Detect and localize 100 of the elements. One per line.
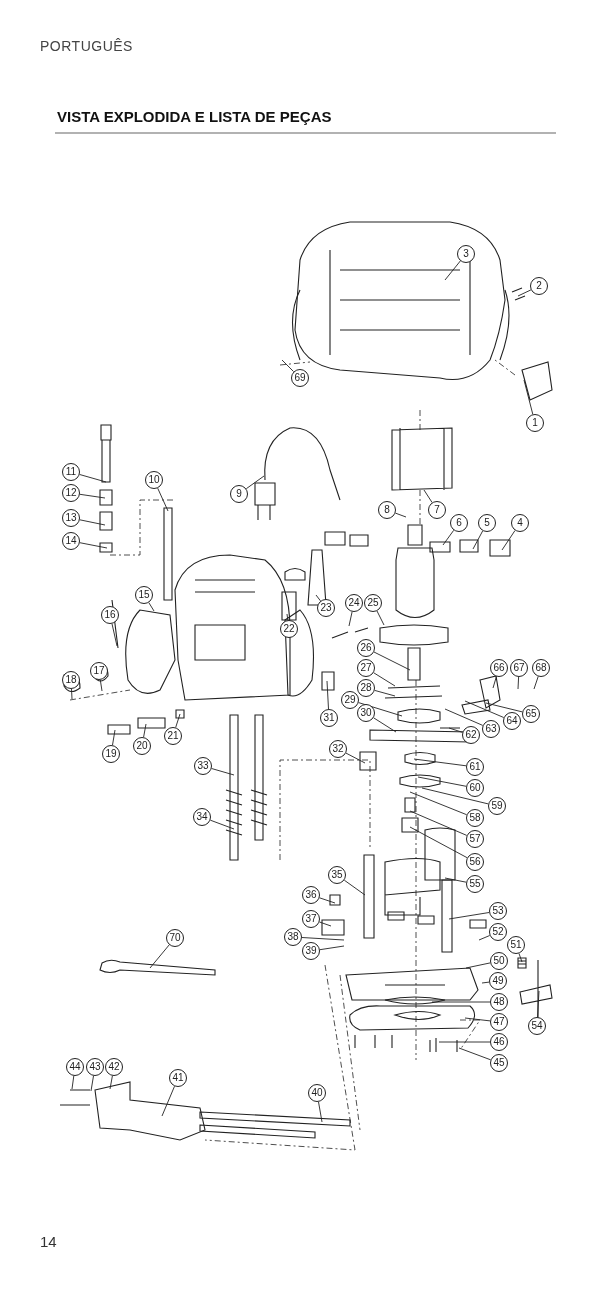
callout-number: 8 bbox=[378, 501, 396, 519]
callout-number: 18 bbox=[62, 671, 80, 689]
callout-number: 28 bbox=[357, 679, 375, 697]
leader-line bbox=[112, 729, 116, 746]
callout-number: 58 bbox=[466, 809, 484, 827]
page-number: 14 bbox=[40, 1233, 57, 1250]
leader-line bbox=[79, 474, 107, 483]
callout-number: 10 bbox=[145, 471, 163, 489]
callout-number: 45 bbox=[490, 1054, 508, 1072]
leader-line bbox=[343, 879, 366, 896]
callout-number: 9 bbox=[230, 485, 248, 503]
leader-line bbox=[143, 723, 147, 738]
callout-number: 59 bbox=[488, 797, 506, 815]
leader-line bbox=[444, 877, 467, 883]
leader-line bbox=[413, 758, 467, 767]
callout-number: 66 bbox=[490, 659, 508, 677]
leader-line bbox=[315, 594, 321, 602]
leader-line bbox=[79, 519, 106, 526]
callout-number: 51 bbox=[507, 936, 525, 954]
callout-number: 37 bbox=[302, 910, 320, 928]
leader-line bbox=[79, 542, 108, 549]
callout-number: 40 bbox=[308, 1084, 326, 1102]
leader-line bbox=[157, 487, 169, 512]
leader-line bbox=[517, 676, 520, 690]
callout-number: 13 bbox=[62, 509, 80, 527]
callout-number: 50 bbox=[490, 952, 508, 970]
leader-line bbox=[348, 611, 353, 627]
leader-line bbox=[318, 1101, 323, 1123]
leader-line bbox=[319, 921, 332, 927]
callout-number: 42 bbox=[105, 1058, 123, 1076]
leader-line bbox=[358, 702, 403, 717]
leader-line bbox=[148, 602, 155, 612]
leader-line bbox=[478, 935, 491, 941]
callout-number: 14 bbox=[62, 532, 80, 550]
leader-line bbox=[99, 679, 103, 692]
callout-number: 1 bbox=[526, 414, 544, 432]
callout-number: 24 bbox=[345, 594, 363, 612]
leader-line bbox=[394, 512, 407, 518]
leader-line bbox=[373, 717, 397, 733]
leader-line bbox=[458, 1047, 492, 1061]
callout-number: 7 bbox=[428, 501, 446, 519]
leader-line bbox=[533, 676, 539, 690]
callout-number: 15 bbox=[135, 586, 153, 604]
leader-line bbox=[485, 702, 523, 713]
leader-line bbox=[71, 688, 73, 700]
leader-line bbox=[517, 289, 532, 297]
leader-line bbox=[472, 530, 484, 550]
leader-line bbox=[501, 530, 516, 551]
callout-number: 22 bbox=[280, 620, 298, 638]
callout-number: 31 bbox=[320, 709, 338, 727]
leader-line bbox=[464, 700, 505, 718]
leader-line bbox=[438, 1041, 491, 1043]
callout-number: 65 bbox=[522, 705, 540, 723]
callout-number: 4 bbox=[511, 514, 529, 532]
callout-number: 30 bbox=[357, 704, 375, 722]
leader-line bbox=[374, 689, 396, 697]
leader-line bbox=[409, 810, 468, 836]
callout-number: 63 bbox=[482, 720, 500, 738]
callout-number: 49 bbox=[489, 972, 507, 990]
callout-number: 48 bbox=[490, 993, 508, 1011]
leader-line bbox=[448, 912, 490, 920]
leader-line bbox=[409, 791, 468, 816]
callout-number: 3 bbox=[457, 245, 475, 263]
callout-number: 32 bbox=[329, 740, 347, 758]
callout-number: 41 bbox=[169, 1069, 187, 1087]
leader-line bbox=[109, 1075, 113, 1090]
leader-line bbox=[481, 981, 490, 984]
language-label: PORTUGUÊS bbox=[40, 38, 133, 54]
callout-number: 29 bbox=[341, 691, 359, 709]
callout-number: 21 bbox=[164, 727, 182, 745]
callout-number: 12 bbox=[62, 484, 80, 502]
leader-line bbox=[281, 359, 295, 373]
callout-number: 46 bbox=[490, 1033, 508, 1051]
callout-number: 25 bbox=[364, 594, 382, 612]
leader-line bbox=[423, 489, 433, 503]
leader-line bbox=[442, 529, 455, 546]
leader-line bbox=[90, 1075, 94, 1092]
callout-number: 2 bbox=[530, 277, 548, 295]
callout-number: 33 bbox=[194, 757, 212, 775]
callout-number: 11 bbox=[62, 463, 80, 481]
callout-number: 52 bbox=[489, 923, 507, 941]
callout-number: 36 bbox=[302, 886, 320, 904]
callout-number: 62 bbox=[462, 726, 480, 744]
callout-number: 70 bbox=[166, 929, 184, 947]
callout-number: 68 bbox=[532, 659, 550, 677]
callout-number: 54 bbox=[528, 1017, 546, 1035]
leader-line bbox=[523, 379, 534, 415]
leader-line bbox=[209, 819, 235, 830]
callout-number: 60 bbox=[466, 779, 484, 797]
callout-number: 64 bbox=[503, 712, 521, 730]
callout-number: 38 bbox=[284, 928, 302, 946]
callout-number: 39 bbox=[302, 942, 320, 960]
leader-line bbox=[448, 727, 463, 733]
callout-number: 43 bbox=[86, 1058, 104, 1076]
callout-number: 56 bbox=[466, 853, 484, 871]
leader-line bbox=[376, 610, 385, 626]
callout-number: 47 bbox=[490, 1013, 508, 1031]
callout-number: 26 bbox=[357, 639, 375, 657]
leader-line bbox=[71, 1075, 75, 1090]
leader-line bbox=[319, 897, 336, 904]
